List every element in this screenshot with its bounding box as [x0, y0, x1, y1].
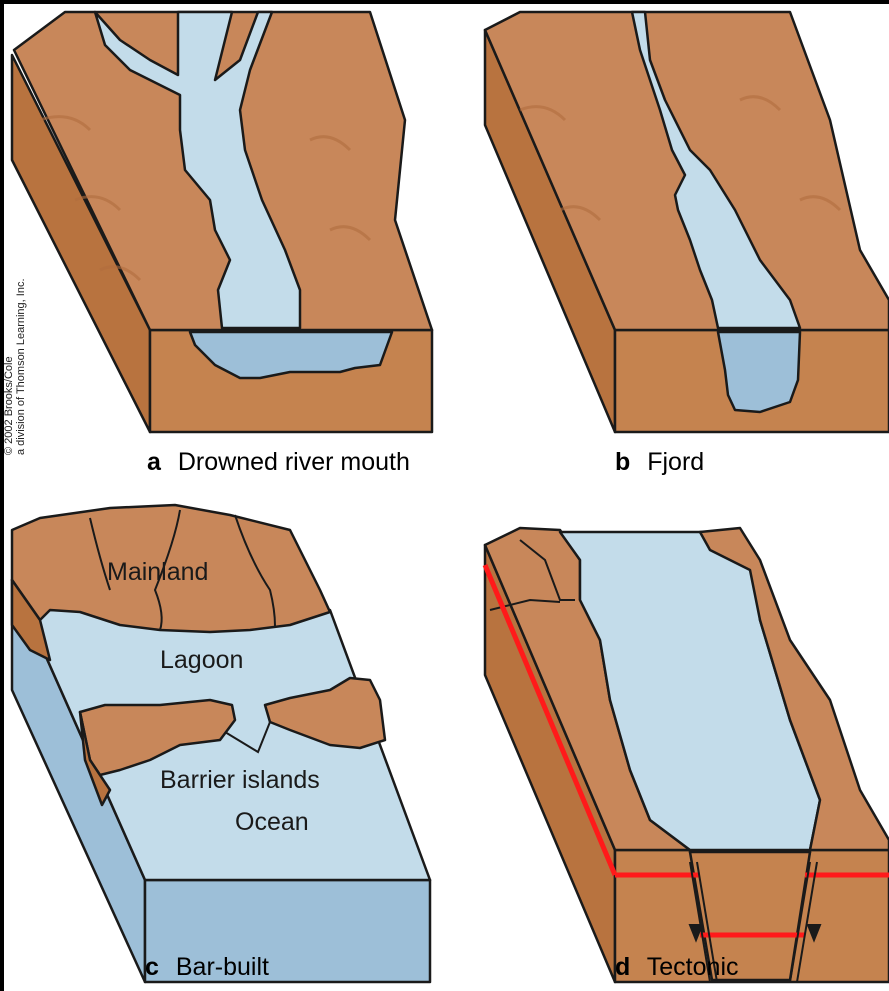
- copyright-line-1: © 2002 Brooks/Cole: [3, 356, 15, 455]
- copyright-line-2: a division of Thomson Learning, Inc.: [15, 278, 27, 455]
- caption-d-text: Tectonic: [647, 953, 739, 981]
- label-lagoon: Lagoon: [160, 646, 243, 674]
- caption-d: d Tectonic: [615, 953, 739, 981]
- caption-d-letter: d: [615, 953, 630, 981]
- caption-b-letter: b: [615, 448, 630, 476]
- caption-a-letter: a: [147, 448, 162, 476]
- caption-a: a Drowned river mouth: [147, 448, 410, 476]
- caption-b-text: Fjord: [647, 448, 704, 476]
- label-barrier-islands: Barrier islands: [160, 766, 320, 794]
- caption-c-text: Bar-built: [176, 953, 269, 981]
- caption-a-text: Drowned river mouth: [178, 448, 410, 476]
- caption-c-letter: c: [145, 953, 159, 981]
- label-mainland: Mainland: [107, 558, 208, 586]
- caption-c: c Bar-built: [145, 953, 269, 981]
- label-ocean: Ocean: [235, 808, 309, 836]
- caption-b: b Fjord: [615, 448, 704, 476]
